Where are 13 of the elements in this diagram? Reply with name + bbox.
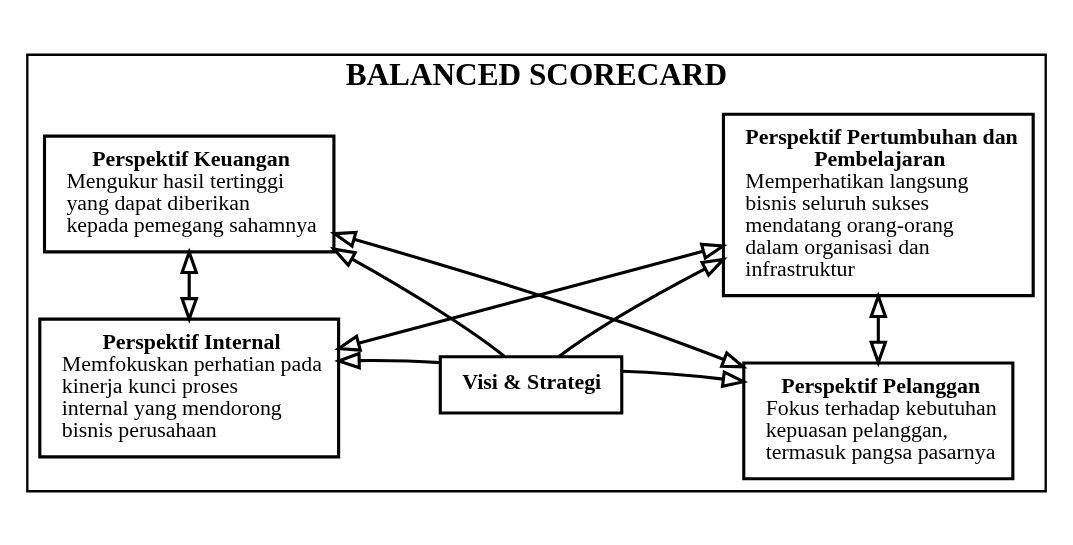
arrow: [329, 246, 506, 358]
node-box: Perspektif Pelanggan Fokus terhadap kebutuhan kepuasan pelanggan, termasuk pangsa pasarnya: [742, 360, 1015, 480]
arrow: [179, 246, 199, 324]
arrow: [334, 242, 728, 352]
node-box: Perspektif Keuangan Mengukur hasil tertinggi yang dapat diberikan kepada pemegang sahamnya: [42, 134, 336, 253]
arrow: [622, 369, 749, 388]
node-box: Visi & Strategi: [438, 354, 624, 415]
arrow: [329, 230, 748, 369]
arrow: [869, 290, 888, 367]
arrow: [334, 350, 441, 370]
node-box: Perspektif Internal Memfokuskan perhatian pada kinerja kunci proses internal yang mendorong bisnis perusahaan: [38, 317, 341, 458]
arrow: [558, 256, 728, 358]
node-box: Perspektif Pertumbuhan dan Pembelajaran Memperhatikan langsung bisnis seluruh sukses mendatang orang-orang dalam organisasi dan infrastruktur: [721, 112, 1035, 297]
